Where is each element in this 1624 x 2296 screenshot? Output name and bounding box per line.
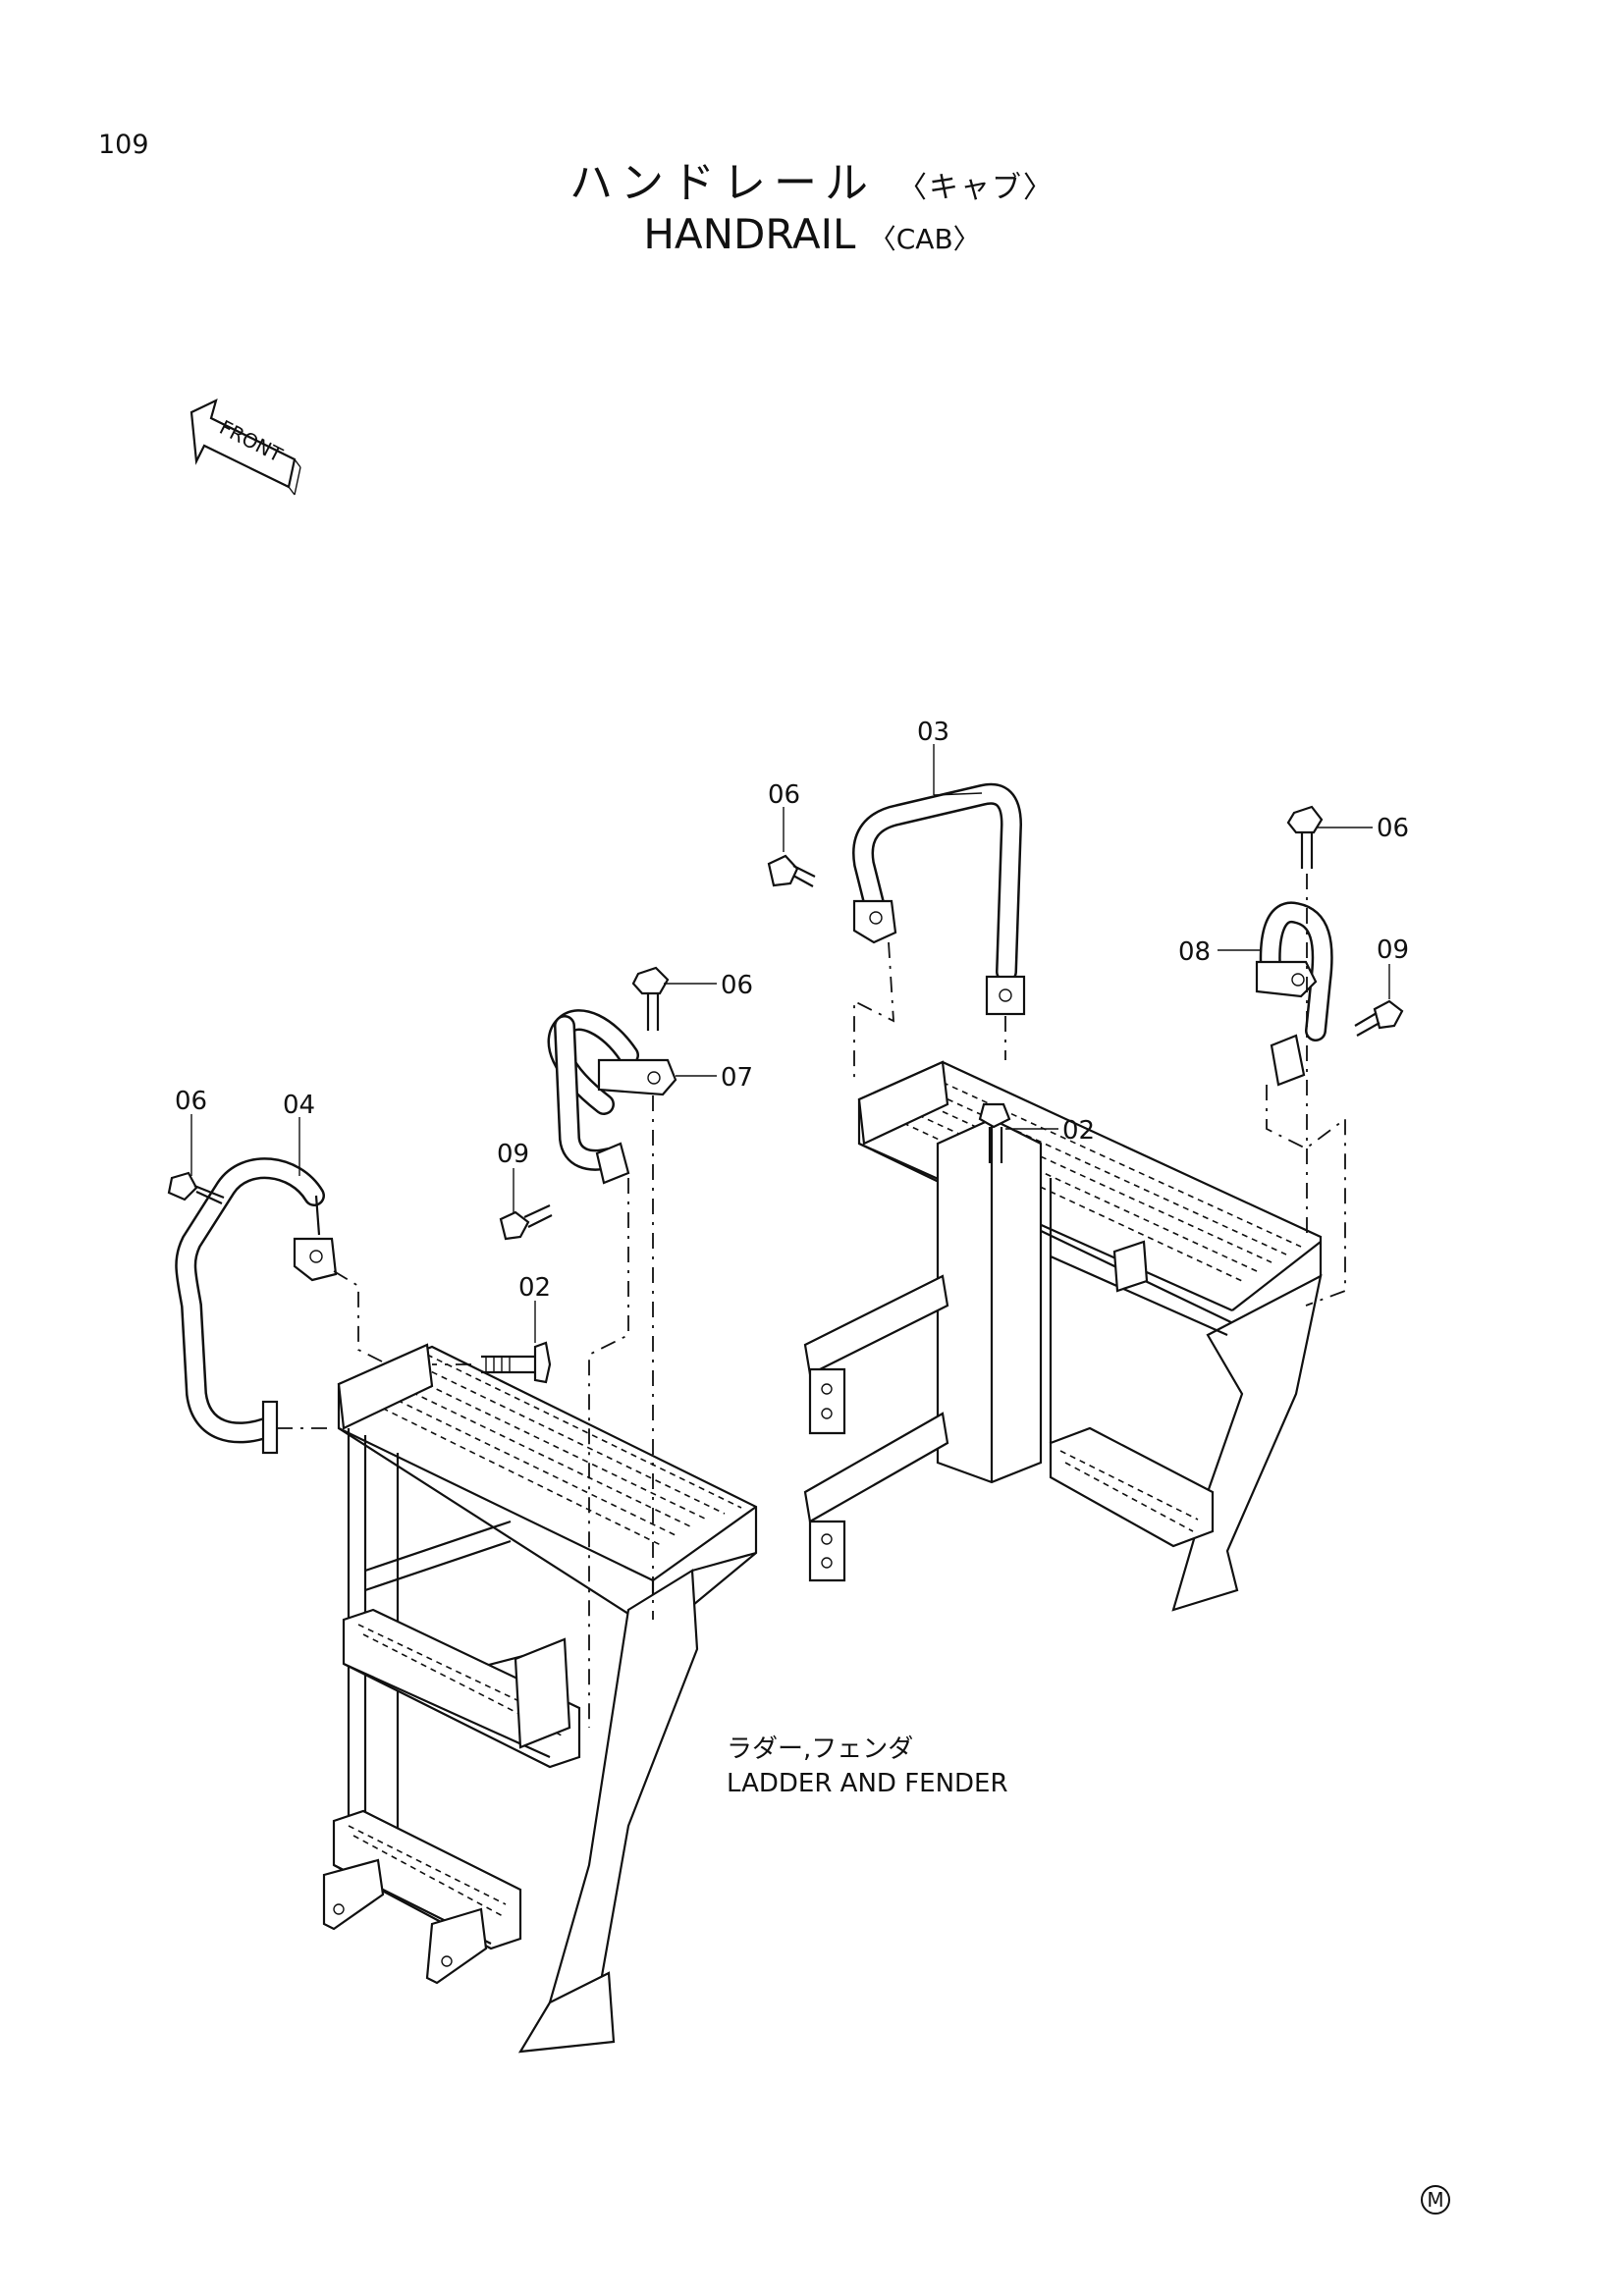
callout-09-left: 09: [497, 1140, 529, 1169]
title-jp-sub: 〈キャブ〉: [897, 171, 1055, 205]
corner-mark-label: M: [1427, 2188, 1443, 2212]
callout-03: 03: [917, 718, 949, 747]
left-bolt-06: [167, 1171, 225, 1204]
callout-leaders: [190, 744, 1390, 1343]
title-jp-main: ハンドレール: [569, 158, 876, 208]
right-handrail-08: [1255, 901, 1333, 1087]
middle-bolt-06: [631, 966, 670, 1031]
title-en-sub: 〈CAB〉: [868, 223, 981, 255]
front-arrow-icon: FRONT: [189, 398, 301, 496]
callout-06-middle: 06: [721, 971, 753, 1000]
right-bolt-06-a: [767, 854, 816, 887]
callout-02-left: 02: [518, 1273, 551, 1303]
callout-06-right-a: 06: [768, 780, 800, 810]
middle-bolt-09: [499, 1204, 553, 1241]
left-bolt-02: [481, 1341, 552, 1384]
corner-mark-icon: M: [1421, 2185, 1450, 2215]
left-bottom-grate: [348, 1825, 507, 1917]
right-handrail-03: [852, 782, 1026, 1016]
right-bolt-09: [1354, 999, 1404, 1037]
middle-handrail-07: [547, 1009, 677, 1185]
callout-08: 08: [1178, 937, 1211, 967]
assembly-label-jp: ラダー,フェンダ: [727, 1735, 913, 1764]
title-japanese: ハンドレール 〈キャブ〉: [0, 147, 1624, 210]
page-number: 109: [98, 130, 149, 160]
right-bottom-grate: [1059, 1450, 1199, 1532]
left-handrail-04: [175, 1157, 338, 1455]
left-ladder: [322, 1343, 758, 2054]
callout-04: 04: [283, 1091, 315, 1120]
right-ladder: [803, 1060, 1323, 1612]
left-top-grate: [352, 1354, 742, 1547]
title-en-main: HANDRAIL: [643, 210, 856, 258]
callout-06-right-b: 06: [1377, 814, 1409, 843]
assembly-label-en: LADDER AND FENDER: [727, 1769, 1008, 1798]
title-english: HANDRAIL 〈CAB〉: [0, 210, 1624, 258]
callout-09-right: 09: [1377, 935, 1409, 965]
callout-06-left: 06: [175, 1087, 207, 1116]
right-bolt-02: [978, 1102, 1011, 1163]
callout-02-right: 02: [1062, 1116, 1095, 1146]
right-bolt-06-b: [1286, 805, 1324, 869]
callout-07: 07: [721, 1063, 753, 1093]
